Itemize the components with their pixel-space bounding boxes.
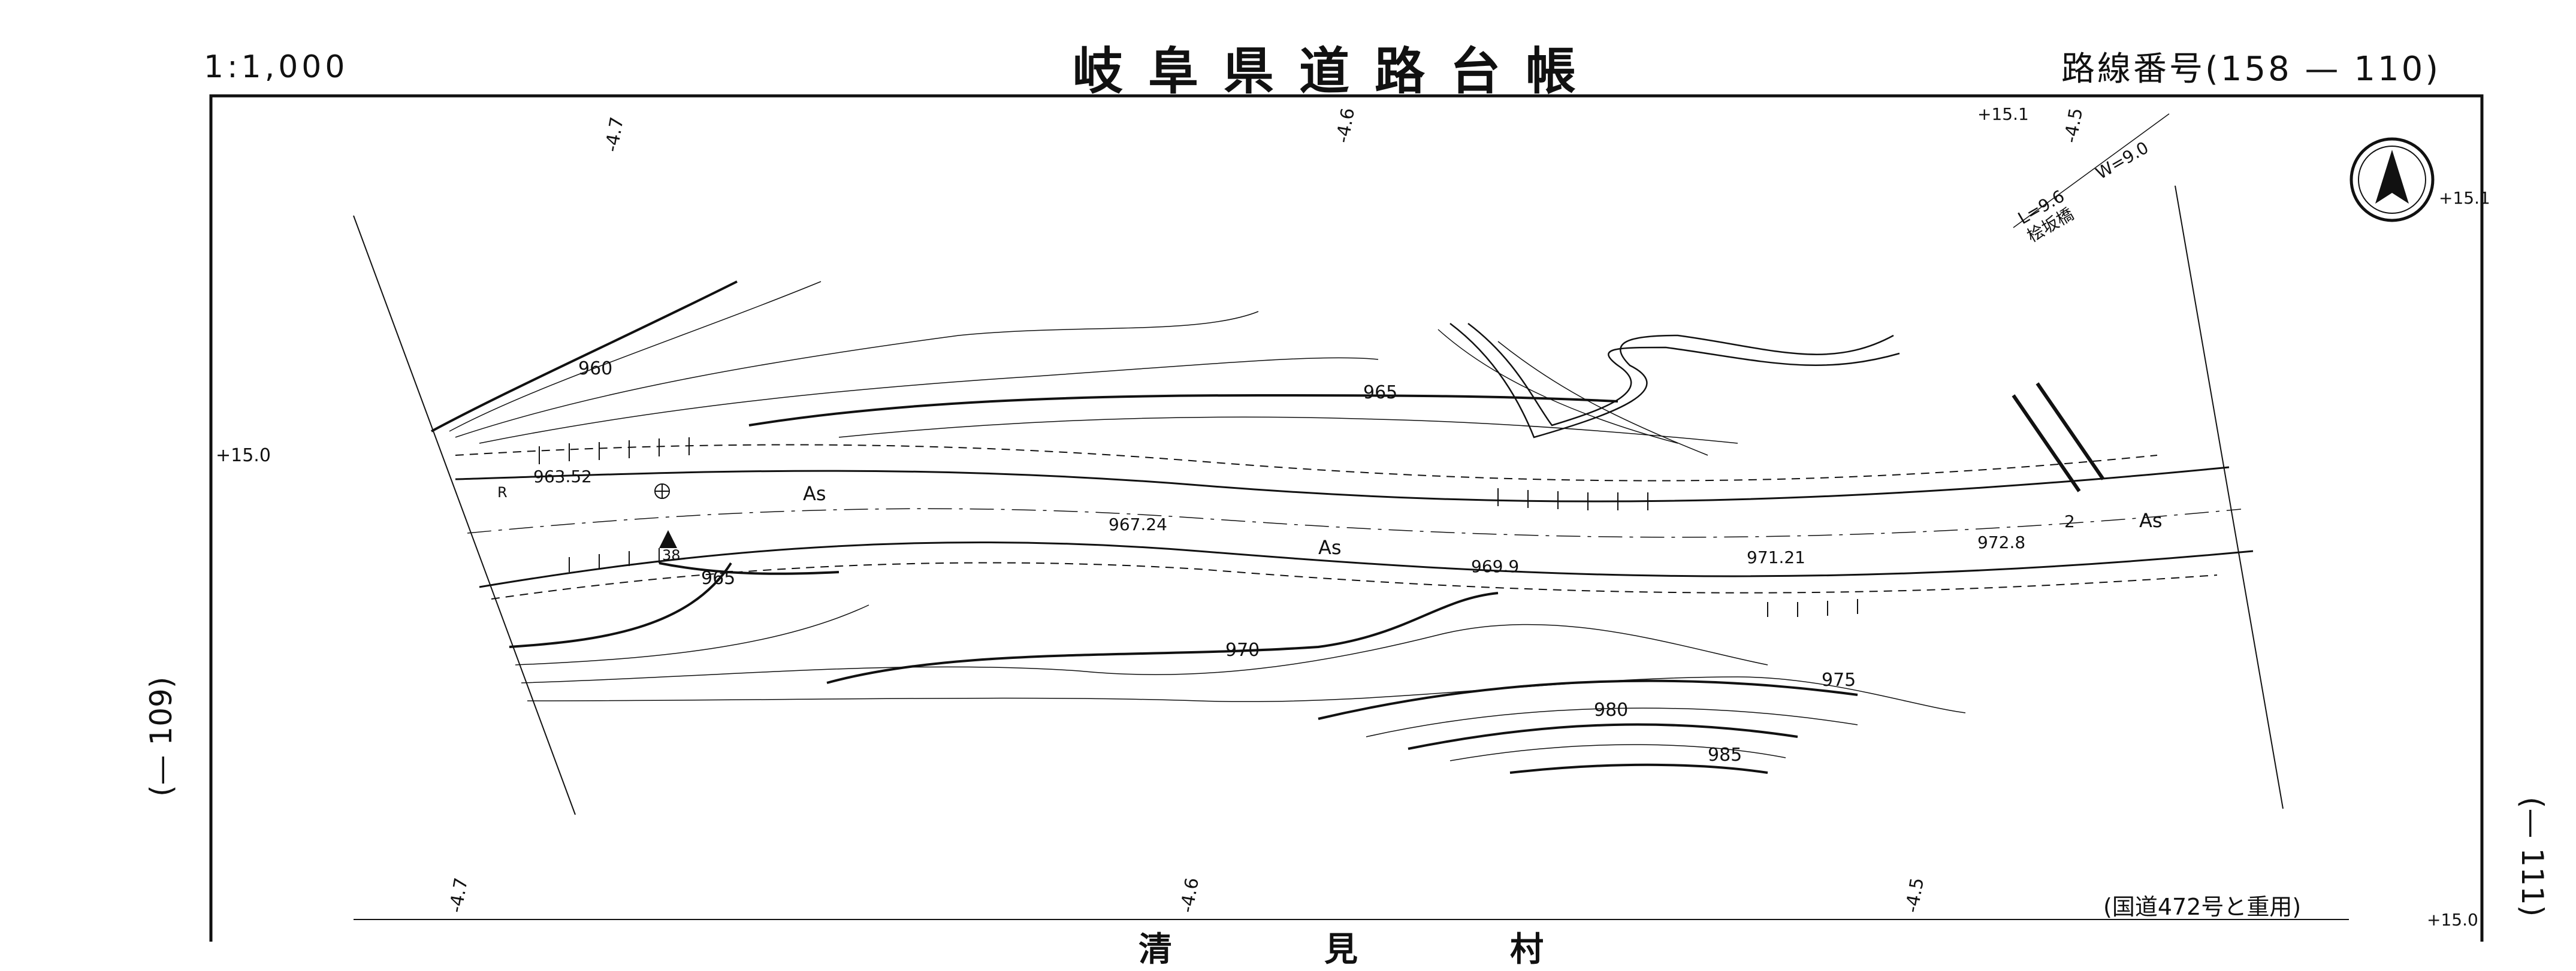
pavement-label: As [2139,509,2163,532]
station-label: -4.7 [445,876,472,915]
elevation-label: 965 [701,568,735,589]
offset-label: +15.0 [216,445,271,466]
offset-label: +15.1 [1977,104,2029,124]
elevation-label: 967.24 [1109,515,1167,534]
point-label: 2 [2064,512,2075,531]
station-label: -4.7 [601,116,628,154]
map-title: 岐阜県道路台帳 [1073,42,1602,101]
elevation-label: 971.21 [1747,547,1805,567]
bridge [2012,113,2170,492]
elevation-label: 970 [1225,640,1260,661]
elevation-label: 963.52 [533,467,592,486]
elevation-label: 969.9 [1471,556,1519,576]
elevation-label: 972.8 [1977,533,2025,552]
elevation-label: 980 [1594,700,1628,721]
station-label: -4.5 [2060,107,2087,145]
bridge-width: W=9.0 [2092,138,2152,183]
road [455,444,2254,600]
station-label: -4.5 [1901,876,1928,915]
overlap-note: (国道472号と重用) [2103,894,2302,920]
offset-label: +15.1 [2439,188,2490,208]
slope-hatching [539,437,1858,617]
station-label: -4.6 [1332,107,1359,145]
route-number: 路線番号(158 — 110) [2061,50,2441,89]
elevation-label: 960 [578,358,612,379]
elevation-label: 985 [1708,745,1742,766]
survey-boundary-right [2175,185,2284,809]
elevation-label: 975 [1822,670,1856,691]
survey-boundary-left [353,215,576,815]
north-arrow-icon [2349,137,2435,222]
pavement-label: As [1318,536,1342,559]
road-map-drawing: 960 963.52 965 965 967.24 969.9 970 971.… [209,94,2490,942]
elevation-label: 965 [1363,382,1397,403]
point-label: 38 [662,547,681,564]
offset-label: +15.0 [2427,910,2478,930]
stream [1449,323,1900,438]
map-frame [209,94,2484,942]
contours-south [509,562,1966,774]
benchmark-icon [654,483,677,548]
map-scale: 1:1,000 [204,49,349,85]
station-label: -4.6 [1176,876,1203,915]
contours-north [431,280,1738,456]
pavement-label: As [803,482,826,505]
point-label: R [497,484,508,501]
